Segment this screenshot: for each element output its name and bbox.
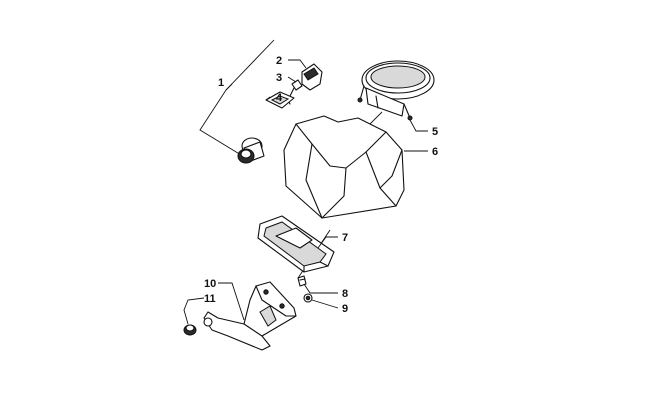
callout-1-bracket: [199, 39, 275, 159]
callout-3-leader: [287, 76, 297, 83]
callout-2-leader: [288, 59, 307, 69]
callout-7-leader: [317, 236, 338, 249]
part-8-spacer: [297, 275, 307, 287]
callout-7: 7: [342, 232, 348, 244]
part-10-bracket: [203, 281, 297, 351]
callout-5: 5: [432, 126, 438, 138]
callout-4: 4: [276, 92, 283, 104]
part-6-visor: [283, 115, 405, 219]
callout-11: 11: [204, 293, 216, 305]
part-2-key-cap: [301, 63, 323, 91]
callout-1: 1: [218, 77, 224, 89]
callout-6: 6: [432, 146, 438, 158]
part-5-gauge: [357, 60, 435, 121]
callout-3: 3: [276, 72, 282, 84]
callout-9: 9: [342, 303, 348, 315]
callout-4-leader: [265, 96, 271, 101]
callout-9-leader: [311, 299, 339, 309]
callout-1-leader: [225, 83, 233, 91]
callout-5-leader: [409, 119, 428, 132]
callout-10-leader: [218, 282, 245, 321]
callout-leaders: [183, 59, 428, 325]
callout-8: 8: [342, 288, 348, 300]
part-1-switch-body: [237, 137, 265, 164]
part-9-nut: [303, 293, 313, 303]
callout-11-leader: [183, 297, 205, 325]
callout-8-leader: [303, 283, 338, 294]
part-11-grommet: [183, 324, 197, 336]
part-3-key: [287, 79, 303, 105]
part-7-housing: [257, 215, 335, 273]
callout-10: 10: [204, 278, 216, 290]
part-4-bezel: [265, 91, 295, 109]
callout-2: 2: [276, 55, 282, 67]
